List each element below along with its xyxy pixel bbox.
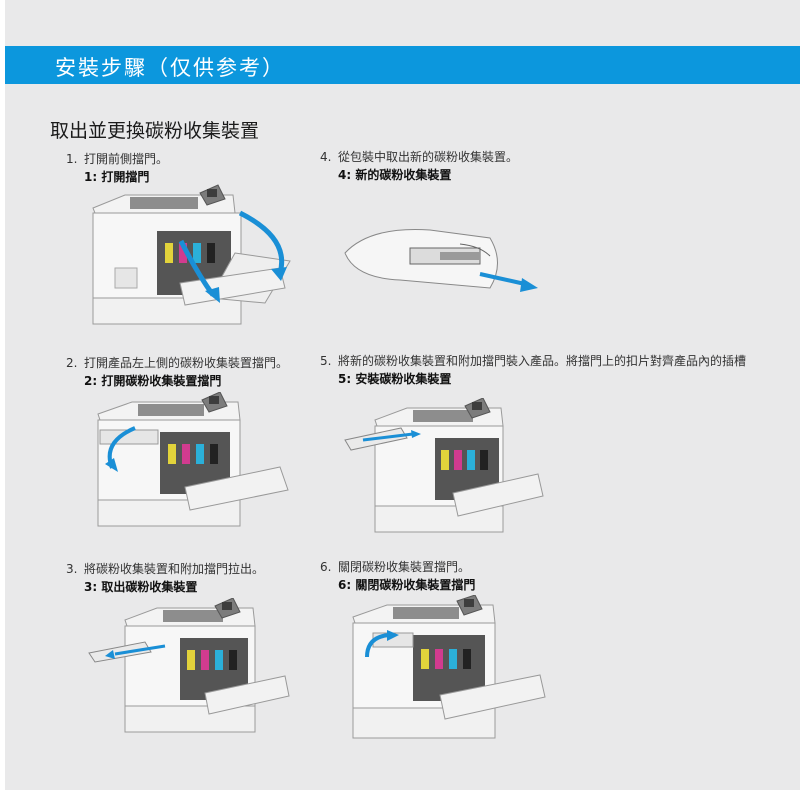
step-4-number: 4. [320,150,332,164]
step-4-instruction: 從包裝中取出新的碳粉收集裝置。 [338,150,519,164]
step-3-instruction: 將碳粉收集裝置和附加擋門拉出。 [84,562,265,576]
page-title: 取出並更換碳粉收集裝置 [50,120,260,142]
step-5-text: 5. 將新的碳粉收集裝置和附加擋門裝入產品。將擋門上的扣片對齊產品內的插槽 [320,352,746,369]
step-1-illustration [92,184,291,325]
manual-page: 安裝步驟（仅供参考） 取出並更換碳粉收集裝置 1. 打開前側擋門。 1: 打開擋門… [5,0,800,790]
step-2-text: 2. 打開產品左上側的碳粉收集裝置擋門。 [66,354,288,371]
step-5-number: 5. [320,354,332,368]
step-1-instruction: 打開前側擋門。 [84,152,169,166]
step-1-text: 1. 打開前側擋門。 [66,150,168,167]
step-2-illustration [97,392,289,527]
step-4-illustration [344,229,538,292]
step-5-illustration [344,398,544,533]
step-6-caption: 6: 關閉碳粉收集裝置擋門 [338,578,476,592]
step-1-caption: 1: 打開擋門 [84,170,150,184]
step-2-instruction: 打開產品左上側的碳粉收集裝置擋門。 [84,356,289,370]
step-2-caption: 2: 打開碳粉收集裝置擋門 [84,374,222,388]
step-1-number: 1. [66,152,78,166]
step-6-text: 6. 關閉碳粉收集裝置擋門。 [320,558,470,575]
step-3-caption: 3: 取出碳粉收集裝置 [84,580,198,594]
step-4-caption: 4: 新的碳粉收集裝置 [338,168,452,182]
step-5-instruction: 將新的碳粉收集裝置和附加擋門裝入產品。將擋門上的扣片對齊產品內的插槽 [338,354,747,368]
step-2-number: 2. [66,356,78,370]
step-6-number: 6. [320,560,332,574]
step-3-text: 3. 將碳粉收集裝置和附加擋門拉出。 [66,560,264,577]
step-6-illustration [352,595,546,739]
step-4-text: 4. 從包裝中取出新的碳粉收集裝置。 [320,148,518,165]
section-banner: 安裝步驟（仅供参考） [5,46,800,84]
step-6-instruction: 關閉碳粉收集裝置擋門。 [338,560,471,574]
step-5-caption: 5: 安裝碳粉收集裝置 [338,372,452,386]
banner-title: 安裝步驟（仅供参考） [55,56,285,80]
step-3-number: 3. [66,562,78,576]
step-3-illustration [88,598,290,733]
